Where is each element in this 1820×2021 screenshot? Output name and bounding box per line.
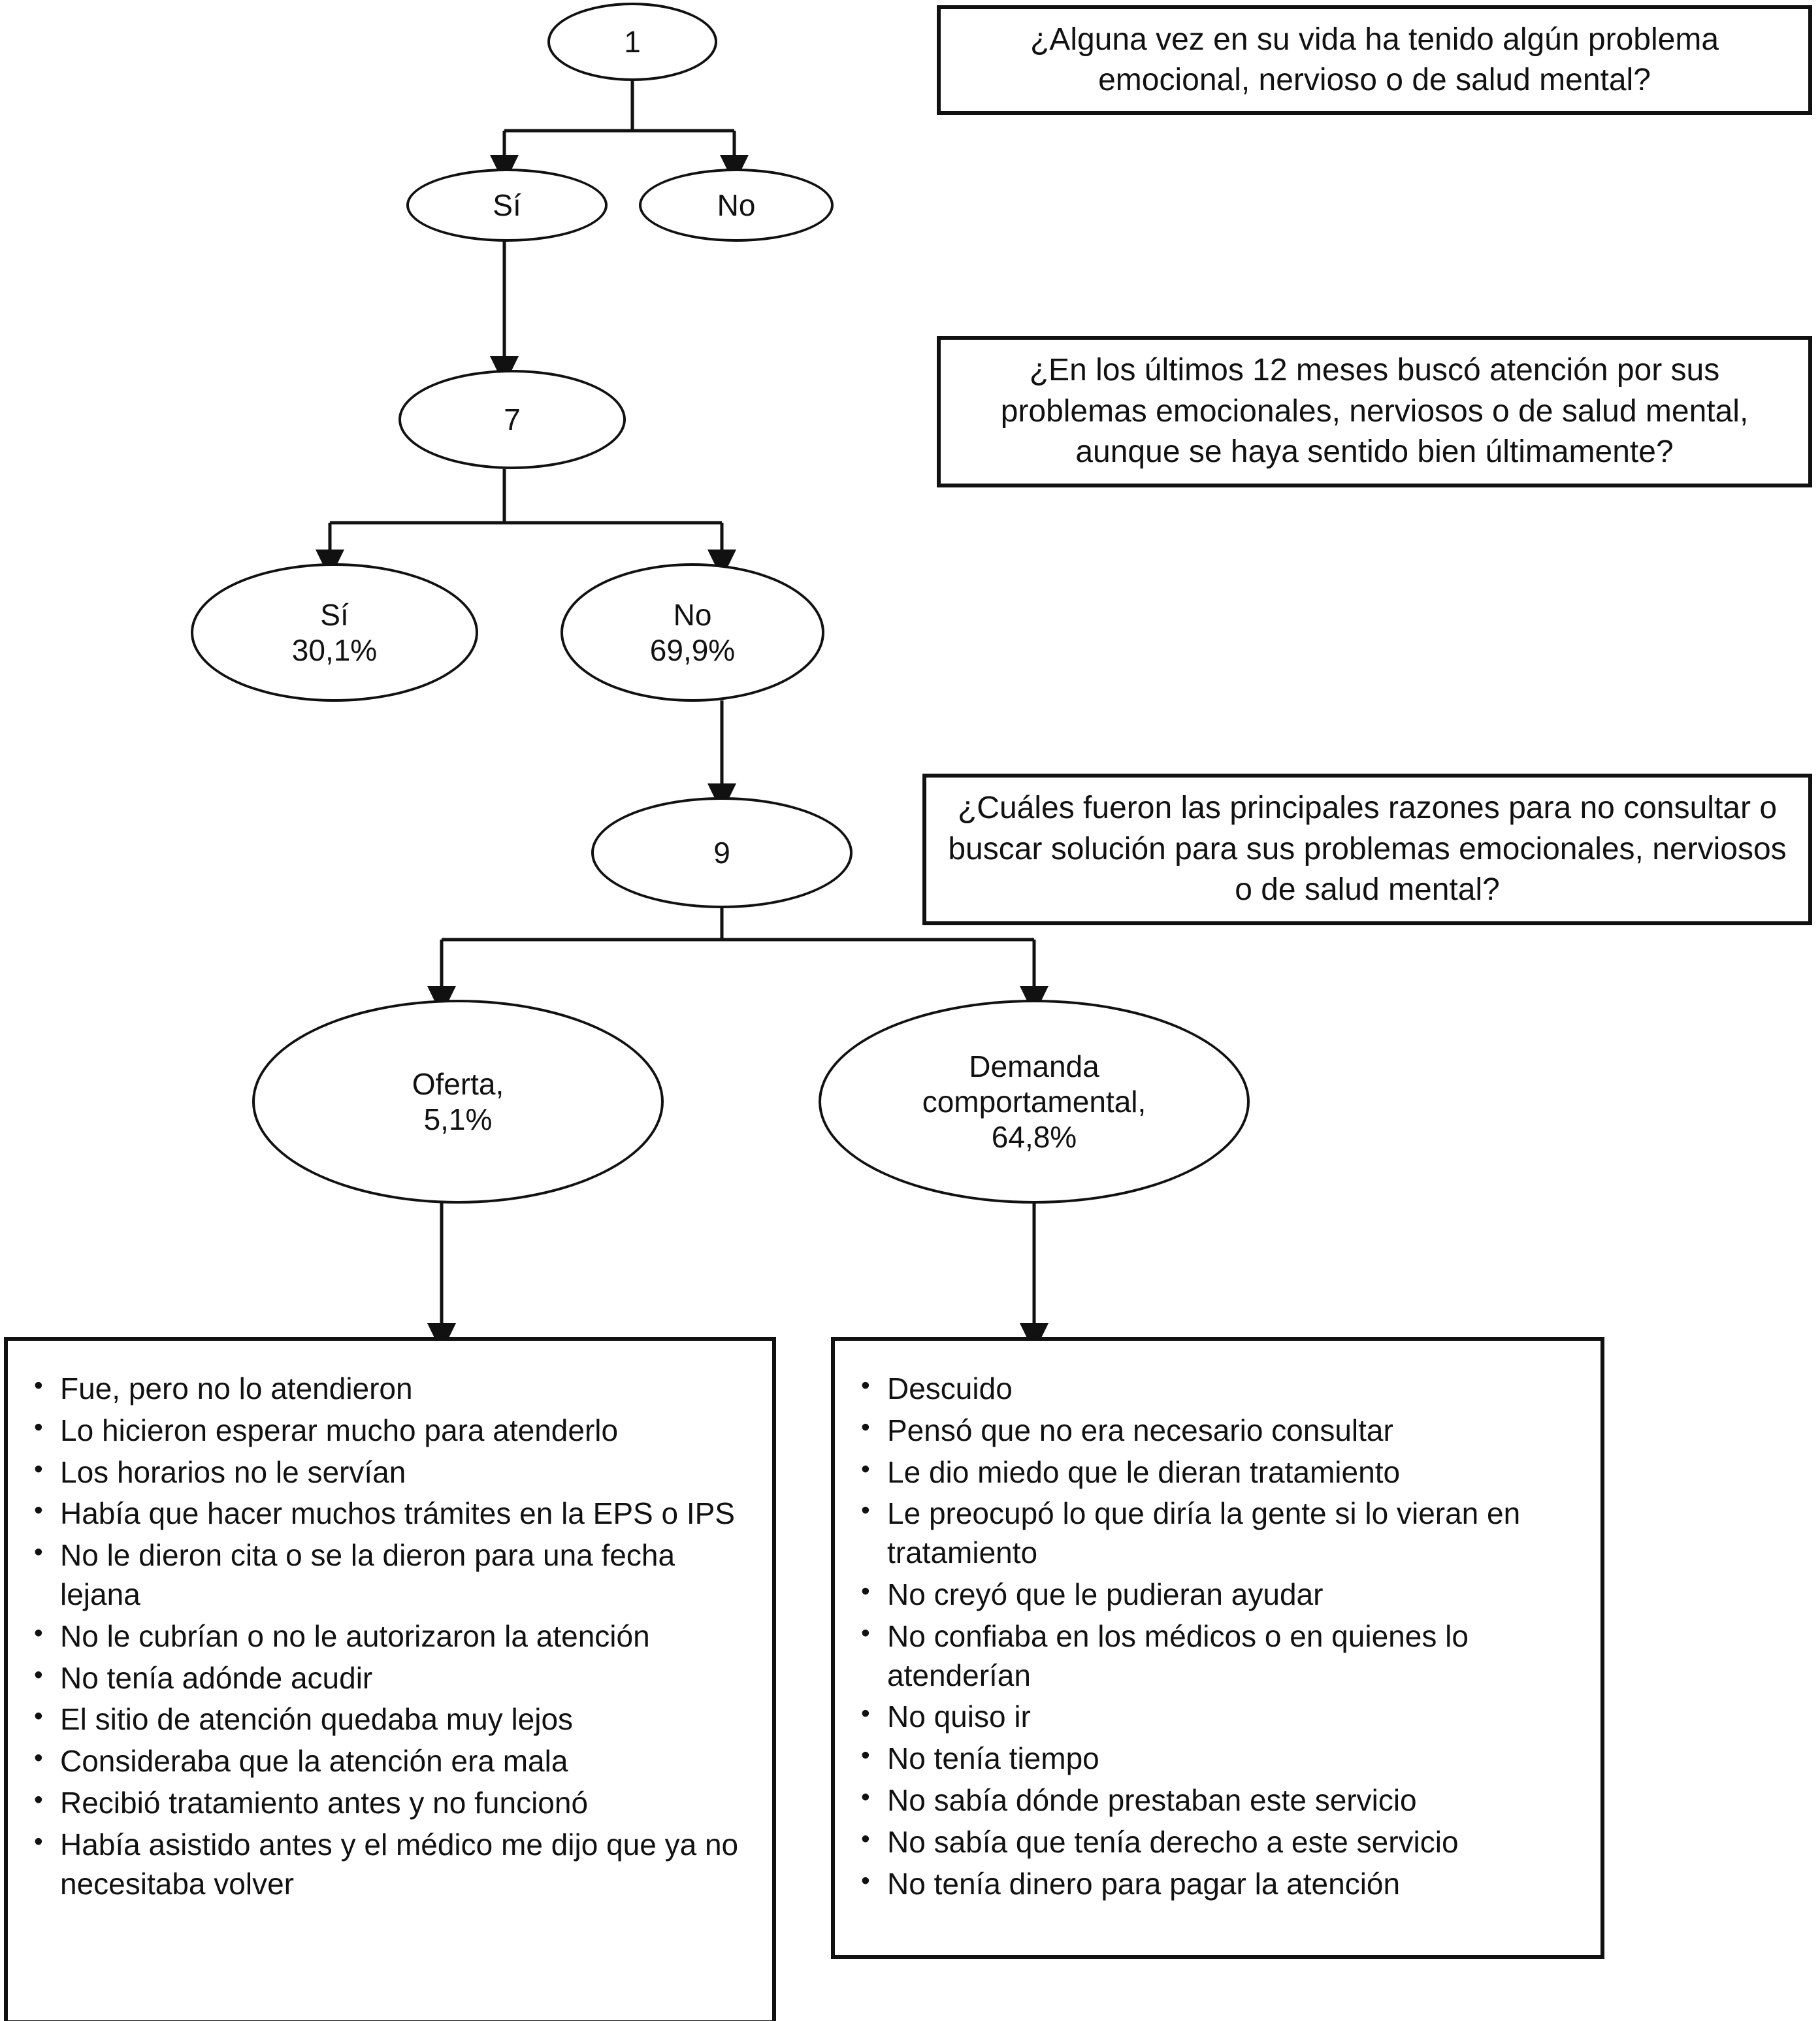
demanda-reason-item-label: No creyó que le pudieran ayudar bbox=[887, 1577, 1324, 1611]
node-no-699-value: 69,9% bbox=[649, 633, 736, 667]
demanda-reason-item: • No creyó que le pudieran ayudar bbox=[861, 1575, 1585, 1615]
node-oferta-value: 5,1% bbox=[423, 1102, 493, 1136]
node-demanda[interactable]: Demanda comportamental, 64,8% bbox=[819, 1000, 1250, 1204]
oferta-reason-item-label: No le dieron cita o se la dieron para un… bbox=[60, 1538, 675, 1611]
question-box-2-text: ¿En los últimos 12 meses buscó atención … bbox=[1000, 353, 1749, 470]
bullet-icon: • bbox=[34, 1454, 43, 1483]
demanda-reason-item-label: Le preocupó lo que diría la gente si lo … bbox=[887, 1496, 1521, 1570]
node-7[interactable]: 7 bbox=[398, 370, 626, 469]
question-box-1: ¿Alguna vez en su vida ha tenido algún p… bbox=[937, 5, 1812, 115]
bullet-icon: • bbox=[861, 1824, 870, 1853]
oferta-reason-item-label: Había asistido antes y el médico me dijo… bbox=[60, 1827, 739, 1901]
bullet-icon: • bbox=[861, 1413, 870, 1441]
oferta-reason-item: • No le cubrían o no le autorizaron la at… bbox=[34, 1617, 756, 1656]
bullet-icon: • bbox=[34, 1413, 43, 1441]
bullet-icon: • bbox=[861, 1618, 870, 1647]
demanda-reason-item-label: No tenía dinero para pagar la atención bbox=[887, 1866, 1401, 1901]
node-no-level1[interactable]: No bbox=[639, 169, 834, 242]
node-no-699[interactable]: No 69,9% bbox=[561, 563, 824, 702]
oferta-reason-item: • Había que hacer muchos trámites en la E… bbox=[34, 1494, 756, 1534]
demanda-reason-item: • No tenía tiempo bbox=[861, 1739, 1585, 1779]
demanda-reason-item-label: No sabía que tenía derecho a este servic… bbox=[887, 1824, 1459, 1859]
oferta-reason-item-label: Recibió tratamiento antes y no funcionó bbox=[60, 1785, 589, 1820]
bullet-icon: • bbox=[34, 1372, 43, 1400]
oferta-reason-item-label: Los horarios no le servían bbox=[60, 1454, 406, 1489]
oferta-reason-item: • Los horarios no le servían bbox=[34, 1453, 756, 1492]
node-si-30[interactable]: Sí 30,1% bbox=[191, 563, 478, 702]
bullet-icon: • bbox=[34, 1744, 43, 1773]
demanda-reason-item: • Le preocupó lo que diría la gente si lo… bbox=[861, 1494, 1585, 1573]
demanda-reason-item: • No confiaba en los médicos o en quienes… bbox=[861, 1617, 1585, 1696]
oferta-reason-item: • Recibió tratamiento antes y no funcionó bbox=[34, 1784, 756, 1823]
question-box-1-text: ¿Alguna vez en su vida ha tenido algún p… bbox=[1030, 22, 1719, 97]
bullet-icon: • bbox=[861, 1372, 870, 1400]
demanda-reason-item: • No quiso ir bbox=[861, 1698, 1585, 1737]
demanda-reason-item: • Descuido bbox=[861, 1370, 1585, 1409]
oferta-reason-item: • Lo hicieron esperar mucho para atenderl… bbox=[34, 1411, 756, 1451]
node-7-label: 7 bbox=[504, 402, 521, 436]
node-si-level1[interactable]: Sí bbox=[406, 169, 608, 242]
demanda-reason-item-label: No tenía tiempo bbox=[887, 1741, 1099, 1776]
oferta-reason-item-label: Consideraba que la atención era mala bbox=[60, 1744, 568, 1779]
node-demanda-label-2: comportamental, bbox=[922, 1084, 1146, 1119]
demanda-reason-item: • No tenía dinero para pagar la atención bbox=[861, 1865, 1585, 1904]
node-9[interactable]: 9 bbox=[591, 797, 853, 908]
oferta-reason-item: • Fue, pero no lo atendieron bbox=[34, 1370, 756, 1409]
oferta-reason-item: • El sitio de atención quedaba muy lejos bbox=[34, 1700, 756, 1739]
question-box-2: ¿En los últimos 12 meses buscó atención … bbox=[937, 336, 1812, 487]
node-demanda-value: 64,8% bbox=[991, 1120, 1077, 1155]
bullet-icon: • bbox=[34, 1660, 43, 1689]
demanda-reason-item-label: No sabía dónde prestaban este servicio bbox=[887, 1783, 1417, 1817]
demanda-reason-item-label: Descuido bbox=[887, 1372, 1013, 1405]
node-1[interactable]: 1 bbox=[547, 3, 717, 81]
bullet-icon: • bbox=[861, 1741, 870, 1770]
demanda-reason-item: • No sabía que tenía derecho a este servi… bbox=[861, 1823, 1585, 1862]
bullet-icon: • bbox=[861, 1454, 870, 1483]
oferta-reason-item-label: El sitio de atención quedaba muy lejos bbox=[60, 1702, 574, 1737]
bullet-icon: • bbox=[34, 1702, 43, 1731]
bullet-icon: • bbox=[34, 1496, 43, 1525]
bullet-icon: • bbox=[861, 1783, 870, 1811]
bullet-icon: • bbox=[861, 1866, 870, 1895]
oferta-reason-item: • Había asistido antes y el médico me dij… bbox=[34, 1826, 756, 1904]
node-no-699-label: No bbox=[673, 597, 712, 632]
node-oferta-label: Oferta, bbox=[412, 1066, 504, 1101]
demanda-reason-item-label: Le dio miedo que le dieran tratamiento bbox=[887, 1454, 1401, 1489]
demanda-reason-item-label: No confiaba en los médicos o en quienes … bbox=[887, 1618, 1469, 1692]
demanda-reason-item: • Le dio miedo que le dieran tratamiento bbox=[861, 1453, 1585, 1492]
bullet-icon: • bbox=[34, 1827, 43, 1856]
oferta-reason-item-label: No tenía adónde acudir bbox=[60, 1660, 373, 1695]
question-box-3-text: ¿Cuáles fueron las principales razones p… bbox=[948, 791, 1787, 908]
bullet-icon: • bbox=[861, 1700, 870, 1728]
oferta-reason-item-label: No le cubrían o no le autorizaron la ate… bbox=[60, 1618, 650, 1653]
oferta-reason-item-label: Lo hicieron esperar mucho para atenderlo bbox=[60, 1413, 619, 1447]
bullet-icon: • bbox=[34, 1785, 43, 1814]
node-si-30-label: Sí bbox=[320, 597, 349, 632]
bullet-icon: • bbox=[861, 1577, 870, 1605]
demanda-reasons-list: • Descuido • Pensó que no era necesario con… bbox=[851, 1370, 1585, 1903]
bullet-icon: • bbox=[34, 1618, 43, 1647]
oferta-reason-item-label: Fue, pero no lo atendieron bbox=[60, 1372, 413, 1405]
bullet-icon: • bbox=[861, 1496, 870, 1525]
demanda-reason-item: • No sabía dónde prestaban este servicio bbox=[861, 1781, 1585, 1820]
oferta-reasons-box: • Fue, pero no lo atendieron • Lo hicieron … bbox=[4, 1337, 776, 2021]
oferta-reason-item: • No tenía adónde acudir bbox=[34, 1659, 756, 1698]
oferta-reason-item: • Consideraba que la atención era mala bbox=[34, 1742, 756, 1781]
node-si-level1-label: Sí bbox=[493, 188, 521, 222]
demanda-reason-item: • Pensó que no era necesario consultar bbox=[861, 1411, 1585, 1451]
oferta-reason-item-label: Había que hacer muchos trámites en la EP… bbox=[60, 1496, 735, 1531]
node-no-level1-label: No bbox=[717, 188, 756, 222]
demanda-reason-item-label: No quiso ir bbox=[887, 1700, 1031, 1734]
node-demanda-label-1: Demanda bbox=[969, 1049, 1099, 1083]
node-si-30-value: 30,1% bbox=[291, 633, 378, 667]
oferta-reasons-list: • Fue, pero no lo atendieron • Lo hicieron … bbox=[24, 1370, 756, 1903]
question-box-3: ¿Cuáles fueron las principales razones p… bbox=[922, 774, 1812, 925]
demanda-reason-item-label: Pensó que no era necesario consultar bbox=[887, 1413, 1393, 1447]
node-1-label: 1 bbox=[624, 24, 641, 59]
demanda-reasons-box: • Descuido • Pensó que no era necesario con… bbox=[831, 1337, 1604, 1959]
node-oferta[interactable]: Oferta, 5,1% bbox=[252, 1000, 664, 1204]
bullet-icon: • bbox=[34, 1538, 43, 1567]
node-9-label: 9 bbox=[713, 835, 730, 870]
oferta-reason-item: • No le dieron cita o se la dieron para u… bbox=[34, 1536, 756, 1615]
